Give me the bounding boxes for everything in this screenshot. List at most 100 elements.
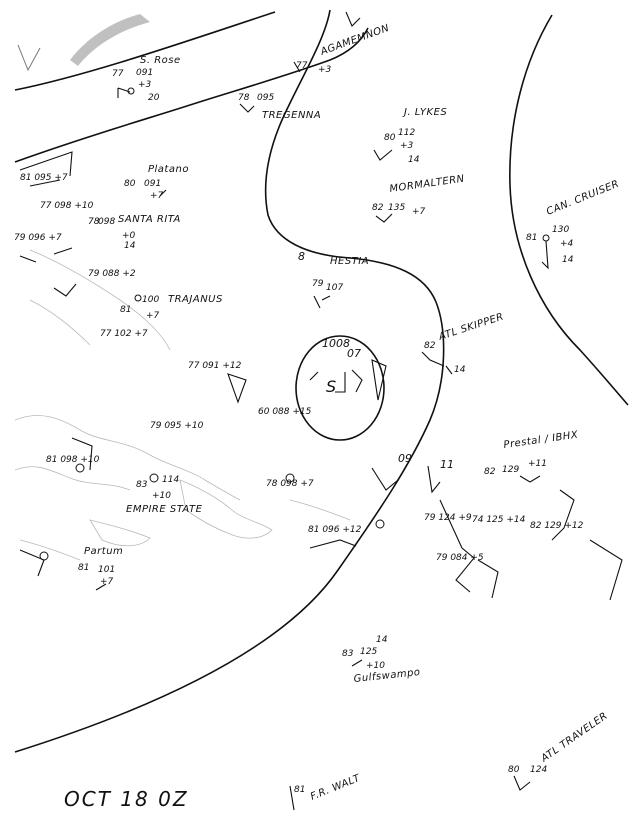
station-pressure: 125 bbox=[360, 647, 377, 657]
ship-name-line: EMPIRE STATE bbox=[126, 504, 203, 515]
ship-name: AGAMEMNON bbox=[318, 23, 391, 58]
isobar-label-8: 8 bbox=[298, 250, 305, 263]
station-tendency: +3 bbox=[138, 80, 152, 90]
station-santa-rita: 78 098 SANTA RITA +0 14 bbox=[88, 214, 180, 251]
ship-name: S. Rose bbox=[140, 55, 181, 66]
station-temp: 77 bbox=[296, 61, 308, 71]
ship-name: HESTIA bbox=[330, 256, 369, 267]
station-temp: 82 bbox=[372, 203, 384, 213]
station-s-rose: S. Rose 77 091 +3 20 bbox=[112, 55, 181, 103]
station-hestia: HESTIA 79 107 bbox=[312, 256, 369, 309]
station-tendency: +7 bbox=[146, 311, 160, 321]
wind-barbs bbox=[19, 151, 623, 601]
station-extra: 14 bbox=[376, 635, 388, 645]
station-pressure: 130 bbox=[552, 225, 569, 235]
station-atl-skipper: ATL SKIPPER 82 14 bbox=[421, 311, 506, 375]
station-tendency: +7 bbox=[412, 207, 426, 217]
station-extra: 14 bbox=[454, 365, 466, 375]
ship-name: Prestal / IBHX bbox=[503, 430, 580, 451]
observation: 81 095 +7 bbox=[20, 173, 68, 183]
station-temp: 79 bbox=[312, 279, 324, 289]
station-prestal: Prestal / IBHX 82 129 +11 bbox=[484, 430, 580, 483]
station-pressure: 112 bbox=[398, 128, 415, 138]
isobar-north-west bbox=[14, 27, 369, 163]
station-tendency: +10 bbox=[152, 491, 171, 501]
station-extra: 14 bbox=[562, 255, 574, 265]
isobar-east bbox=[509, 14, 629, 406]
observation: 79 095 +10 bbox=[150, 421, 204, 431]
observation: 77 091 +12 bbox=[188, 361, 242, 371]
ship-name: TRAJANUS bbox=[168, 294, 223, 305]
paper-smudge bbox=[17, 14, 150, 72]
isobars bbox=[14, 9, 629, 753]
station-pressure: 129 bbox=[502, 465, 519, 475]
station-tregenna: 78 095 TREGENNA bbox=[238, 93, 321, 121]
station-can-cruiser: CAN. CRUISER 81 130 +4 14 bbox=[526, 179, 621, 270]
station-tendency: +0 bbox=[122, 231, 136, 241]
station-temp: 83 bbox=[136, 480, 148, 490]
ship-name: TREGENNA bbox=[262, 110, 321, 121]
station-pressure: 091 bbox=[136, 68, 153, 78]
station-tendency: +3 bbox=[400, 141, 414, 151]
station-f-r-walt: 81 F.R. WALT bbox=[289, 773, 362, 811]
ship-name: F.R. WALT bbox=[309, 773, 362, 803]
isobar-top-left bbox=[14, 11, 276, 91]
observation: 79 084 +5 bbox=[436, 553, 484, 563]
station-plots: S. Rose 77 091 +3 20 AGAMEMNON 77 +3 78 … bbox=[78, 11, 621, 811]
ship-name-atl: ATL TRAVELER bbox=[539, 710, 610, 765]
station-tendency: +11 bbox=[528, 459, 547, 469]
station-temp: 81 bbox=[78, 563, 89, 573]
station-extra: 20 bbox=[148, 93, 160, 103]
station-extra: 14 bbox=[408, 155, 420, 165]
station-temp: 78 bbox=[238, 93, 250, 103]
station-pressure: 100 bbox=[142, 295, 159, 305]
station-atl-traveler: ATL TRAVELER 80 124 bbox=[508, 710, 610, 791]
low-center-barbs bbox=[227, 359, 387, 404]
coastlines bbox=[14, 249, 351, 561]
station-temp: 82 bbox=[484, 467, 496, 477]
station-temp: 78 bbox=[88, 217, 100, 227]
ship-name: CAN. CRUISER bbox=[545, 179, 621, 218]
station-tendency: +4 bbox=[560, 239, 574, 249]
observation: 77 098 +10 bbox=[40, 201, 94, 211]
station-trajanus: 81 100 TRAJANUS +7 bbox=[120, 294, 223, 321]
station-temp: 77 bbox=[112, 69, 124, 79]
observation: 81 096 +12 bbox=[308, 525, 362, 535]
station-j-lykes: J. LYKES 80 112 +3 14 bbox=[373, 107, 447, 165]
station-mormaltern: MORMALTERN 82 135 +7 bbox=[372, 174, 465, 223]
chart-date-label: OCT 18 0Z bbox=[64, 787, 189, 811]
station-tendency: +7 bbox=[150, 191, 164, 201]
station-pressure: 124 bbox=[530, 765, 547, 775]
station-temp: 81 bbox=[120, 305, 131, 315]
station-temp: 81 bbox=[526, 233, 537, 243]
station-pressure: 098 bbox=[98, 217, 115, 227]
station-temp: 82 bbox=[424, 341, 436, 351]
observation: 60 088 +15 bbox=[258, 407, 312, 417]
low-center-label: S bbox=[326, 377, 336, 396]
observation: 74 125 +14 bbox=[472, 515, 526, 525]
station-temp: 80 bbox=[124, 179, 136, 189]
station-platano: Platano 80 091 +7 bbox=[124, 164, 189, 201]
station-partum: Partum 81 101 +7 bbox=[78, 546, 123, 591]
ship-name: Platano bbox=[148, 164, 189, 175]
station-pressure: 107 bbox=[326, 283, 343, 293]
station-pressure: 135 bbox=[388, 203, 405, 213]
station-temp: 81 bbox=[294, 785, 305, 795]
ship-name: Gulfswampo bbox=[353, 667, 421, 685]
observation: 77 102 +7 bbox=[100, 329, 148, 339]
observation: 81 098 +10 bbox=[46, 455, 100, 465]
station-extra: 14 bbox=[124, 241, 136, 251]
ship-name: ATL SKIPPER bbox=[437, 311, 506, 343]
isobar-main-trough bbox=[14, 9, 445, 753]
isobar-label-11: 11 bbox=[440, 458, 454, 471]
station-temp: 80 bbox=[384, 133, 396, 143]
observation: 79 088 +2 bbox=[88, 269, 136, 279]
station-pressure: 095 bbox=[257, 93, 274, 103]
ship-name: Partum bbox=[84, 546, 123, 557]
isobar-1008-low bbox=[295, 335, 385, 441]
station-temp: 83 bbox=[342, 649, 354, 659]
station-pressure: 101 bbox=[98, 565, 115, 575]
isobar-label-09: 09 bbox=[398, 452, 412, 465]
observation: 82 129 +12 bbox=[530, 521, 584, 531]
